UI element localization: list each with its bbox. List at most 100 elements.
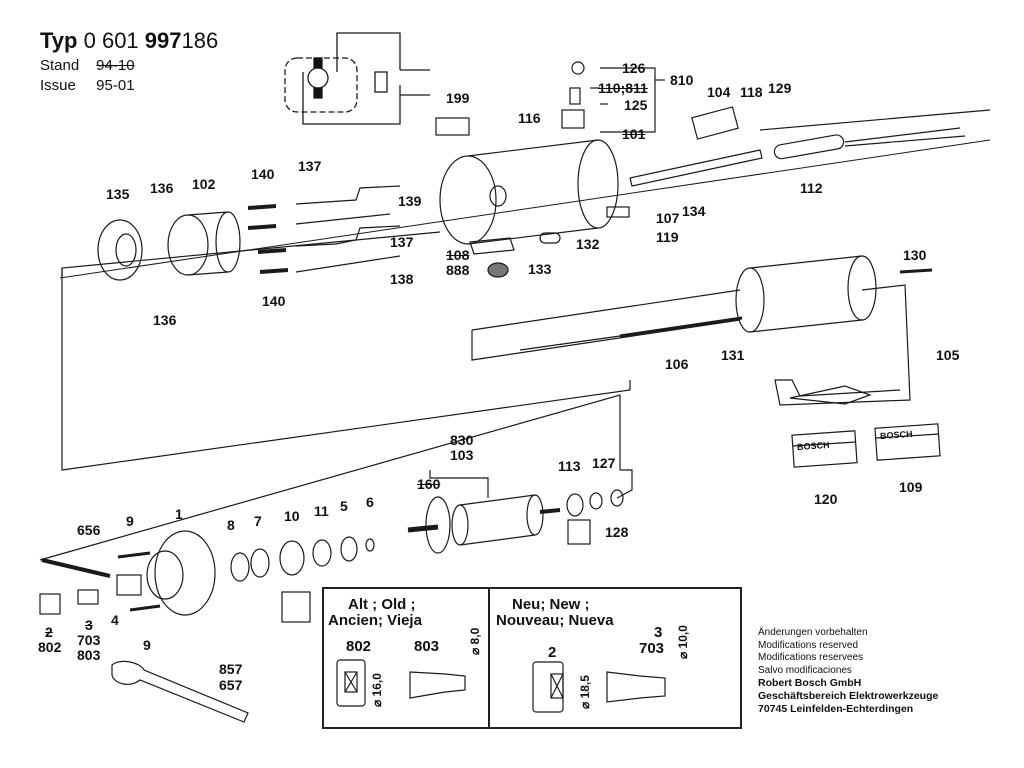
new-title-line2: Nouveau; Nueva xyxy=(496,612,614,629)
sleeve-4 xyxy=(116,574,142,596)
callout-131: 131 xyxy=(721,347,745,363)
section-outline-mid xyxy=(61,268,631,471)
screw-9b xyxy=(129,604,161,612)
screw-9a xyxy=(117,551,151,559)
axis-line xyxy=(59,139,991,279)
new-part-2: 2 xyxy=(548,644,557,661)
callout-10: 10 xyxy=(284,508,300,524)
collet-3 xyxy=(77,589,99,605)
callout-118: 118 xyxy=(740,84,763,100)
part-107 xyxy=(606,206,630,218)
callout-135: 135 xyxy=(106,186,130,202)
motor-can-131 xyxy=(735,255,877,333)
rod-106 xyxy=(519,316,743,351)
callout-128: 128 xyxy=(605,524,629,540)
callout-9-bottom: 9 xyxy=(143,637,151,653)
wrench-857 xyxy=(111,660,249,723)
callout-11: 11 xyxy=(314,503,329,519)
callout-7: 7 xyxy=(254,513,262,529)
bearing-8 xyxy=(230,552,250,582)
section-outline-motor xyxy=(471,319,741,361)
new-collet-drawings xyxy=(532,661,666,713)
plug-105 xyxy=(789,385,872,405)
stand-value: 94-10 xyxy=(96,57,135,74)
callout-133: 133 xyxy=(528,261,552,277)
circuit-schematic xyxy=(284,32,430,125)
old-dim-16: ⌀ 16,0 xyxy=(370,673,384,707)
fan-135 xyxy=(97,219,143,281)
cord-105 xyxy=(774,284,911,406)
brush-holder-icon xyxy=(567,519,591,545)
callout-132: 132 xyxy=(576,236,600,252)
callout-803: 803 xyxy=(77,647,101,663)
old-dim-8: ⌀ 8,0 xyxy=(468,627,482,655)
bearing-kit-icon xyxy=(281,591,311,623)
callout-5: 5 xyxy=(340,498,348,514)
new-part-3: 3 xyxy=(654,624,663,641)
part-108 xyxy=(469,237,515,255)
comparison-divider xyxy=(488,589,490,727)
wires-137-139-138 xyxy=(295,185,401,273)
footer-notes: Änderungen vorbehalten Modifications res… xyxy=(758,627,938,715)
callout-103: 103 xyxy=(450,447,474,463)
callout-136-top: 136 xyxy=(150,180,174,196)
callout-126: 126 xyxy=(622,60,646,76)
note-fr: Modifications reservees xyxy=(758,652,864,664)
old-part-803: 803 xyxy=(414,638,440,655)
type-number: Typ 0 601 997186 xyxy=(40,28,219,53)
ring-127 xyxy=(589,492,603,510)
callout-127: 127 xyxy=(592,455,616,471)
callout-110-811: 110;811 xyxy=(598,80,648,96)
callout-107: 107 xyxy=(656,210,680,226)
note-en: Modifications reserved xyxy=(758,639,859,651)
callout-102: 102 xyxy=(192,176,216,192)
callout-104: 104 xyxy=(707,84,731,100)
callout-140-top: 140 xyxy=(251,166,275,182)
label-120 xyxy=(791,430,858,468)
new-dim-10: ⌀ 10,0 xyxy=(676,625,690,659)
callout-1: 1 xyxy=(175,506,183,522)
old-title-line2: Ancien; Vieja xyxy=(328,612,422,629)
callout-119: 119 xyxy=(656,229,679,245)
callout-129: 129 xyxy=(768,80,792,96)
callout-2: 2 xyxy=(45,624,53,640)
callout-802: 802 xyxy=(38,639,62,655)
callout-9-top: 9 xyxy=(126,513,134,529)
collet-comparison-box: Alt ; Old ; Ancien; Vieja 802 803 ⌀ 16,0… xyxy=(322,587,742,729)
company-address: 70745 Leinfelden-Echterdingen xyxy=(758,702,914,715)
switch-104 xyxy=(691,106,739,140)
brushes-140 xyxy=(247,204,289,274)
section-outline-motor-b xyxy=(471,289,741,331)
seal-7 xyxy=(250,548,270,578)
callout-810: 810 xyxy=(670,72,694,88)
callout-888: 888 xyxy=(446,262,470,278)
callout-4: 4 xyxy=(111,612,119,628)
issue-value: 95-01 xyxy=(96,77,135,94)
note-de: Änderungen vorbehalten xyxy=(758,627,868,638)
callout-108: 108 xyxy=(446,247,470,263)
circlip-5 xyxy=(340,536,358,562)
washer-6 xyxy=(365,538,375,552)
company-name: Robert Bosch GmbH xyxy=(758,677,862,690)
ring-11 xyxy=(312,539,332,567)
callout-112: 112 xyxy=(800,180,823,196)
callout-136-bottom: 136 xyxy=(153,312,177,328)
new-part-703: 703 xyxy=(639,640,665,657)
callout-105: 105 xyxy=(936,347,960,363)
part-133 xyxy=(487,262,509,278)
note-es: Salvo modificaciones xyxy=(758,664,852,676)
part-132 xyxy=(539,232,561,244)
callout-160: 160 xyxy=(417,476,441,492)
screw-130 xyxy=(899,268,933,274)
bar-134 xyxy=(629,149,763,187)
company-division: Geschäftsbereich Elektrowerkzeuge xyxy=(758,689,939,702)
callout-199: 199 xyxy=(446,90,470,106)
callout-830: 830 xyxy=(450,432,474,448)
issue-line: Issue 95-01 xyxy=(40,77,135,94)
section-outline-top-right xyxy=(759,109,991,131)
callout-656: 656 xyxy=(77,522,101,538)
callout-125: 125 xyxy=(624,97,648,113)
bearing-113 xyxy=(566,493,584,517)
callout-3: 3 xyxy=(85,617,93,633)
pin-656 xyxy=(41,558,111,578)
